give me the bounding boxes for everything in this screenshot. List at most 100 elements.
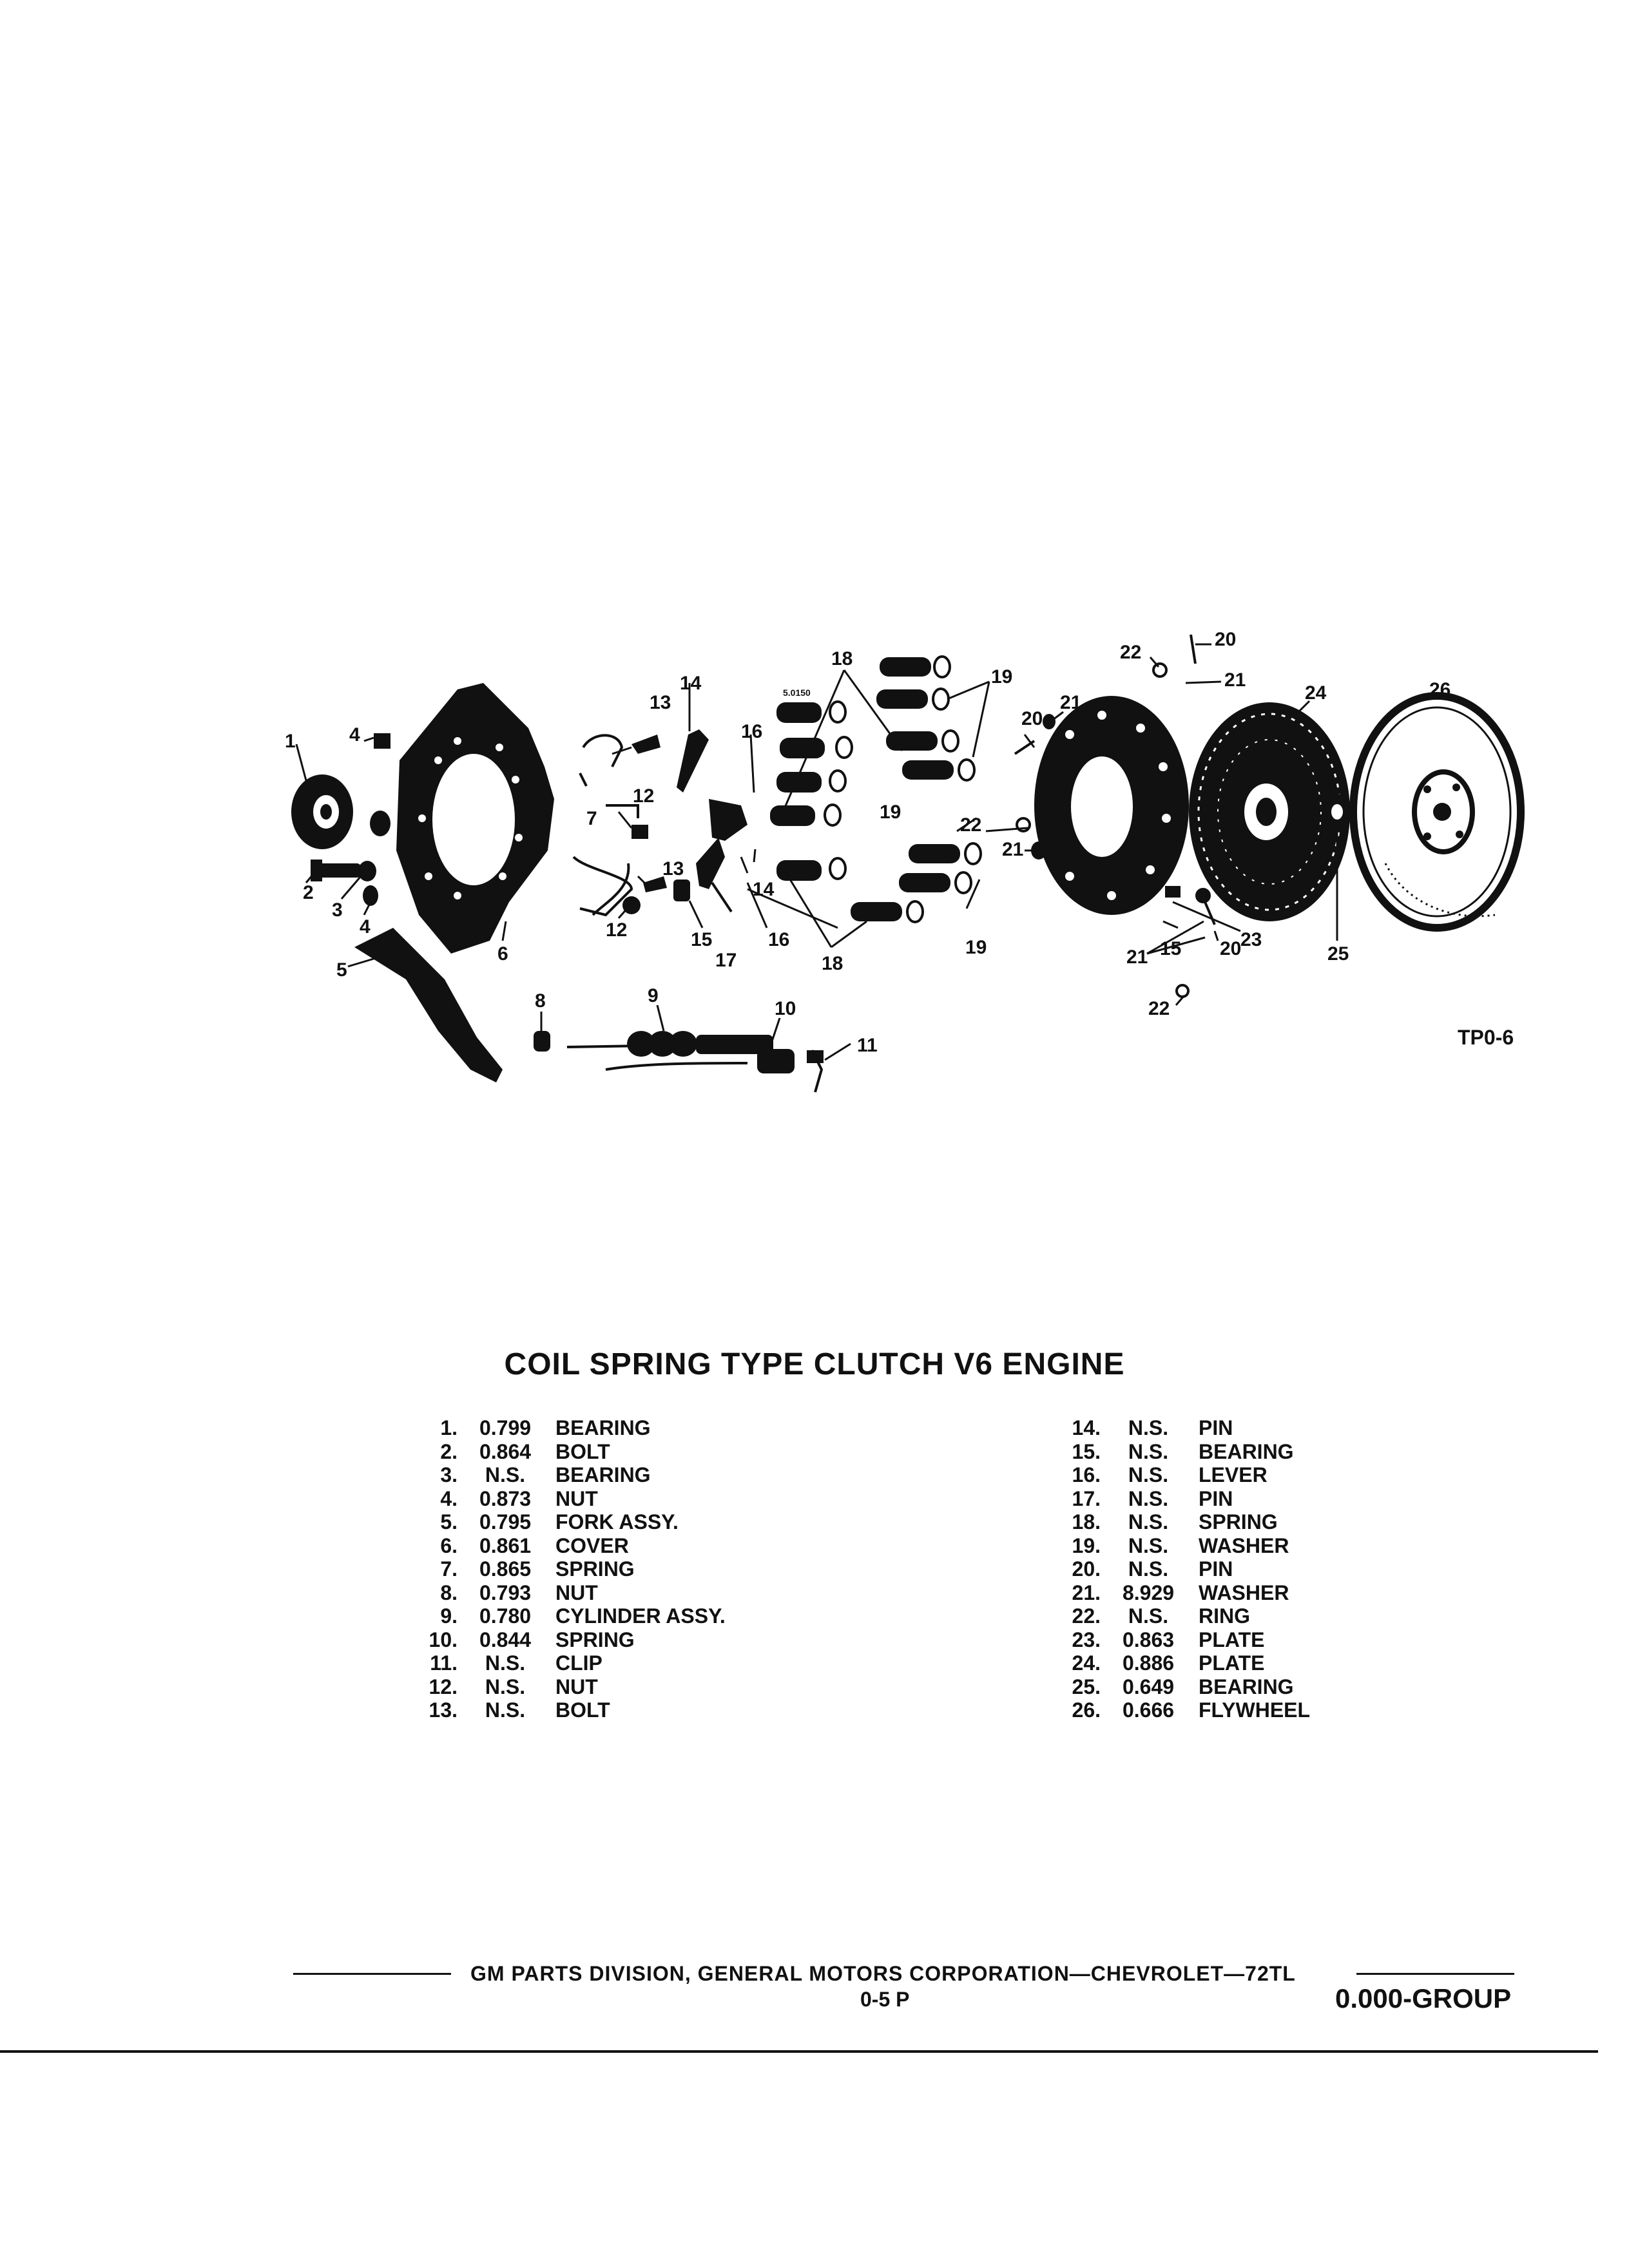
parts-row: 17.N.S.PIN	[1043, 1487, 1310, 1511]
callout-9: 9	[648, 985, 659, 1006]
parts-row: 13.N.S.BOLT	[400, 1698, 726, 1722]
part-code: 8.929	[1122, 1581, 1175, 1604]
part-number: 9.	[440, 1604, 458, 1628]
callout-21d: 21	[1126, 947, 1148, 968]
part-bolt-13a	[631, 735, 660, 754]
part-code: 0.649	[1122, 1675, 1175, 1698]
callout-16a: 16	[741, 721, 762, 742]
figure-id: TP0-6	[1458, 1026, 1514, 1049]
parts-row: 16.N.S.LEVER	[1043, 1463, 1310, 1487]
callout-18a: 18	[831, 648, 853, 669]
part-number: 26.	[1072, 1698, 1101, 1722]
parts-row: 20.N.S.PIN	[1043, 1557, 1310, 1581]
parts-row: 9. 0.780 CYLINDER ASSY.	[400, 1604, 726, 1628]
callout-25: 25	[1327, 943, 1349, 965]
callout-19c: 19	[965, 937, 987, 958]
part-name: NUT	[555, 1581, 598, 1604]
part-name: PIN	[1199, 1416, 1233, 1439]
callout-21c: 21	[1002, 839, 1023, 860]
callout-13b: 13	[662, 858, 684, 879]
part-bolt-13b	[643, 876, 667, 892]
part-number: 4.	[440, 1486, 458, 1510]
part-bolt-head	[311, 860, 322, 881]
part-ring-22a	[1152, 662, 1168, 678]
part-name: FORK ASSY.	[555, 1510, 679, 1533]
part-name: SPRING	[555, 1628, 635, 1651]
part-nut-12a	[631, 825, 648, 839]
part-code: 0.780	[479, 1604, 532, 1628]
part-code: N.S.	[485, 1463, 526, 1486]
part-name: SPRING	[555, 1557, 635, 1581]
parts-row: 18.N.S.SPRING	[1043, 1510, 1310, 1534]
clutch-diagram-svg: 1 2 3 4 4 5 6 7 8 9 10 11 12 12 13 13 14…	[285, 629, 1525, 1093]
part-number: 22.	[1072, 1604, 1101, 1628]
callout-20a: 20	[1021, 708, 1043, 729]
parts-row: 11.N.S.CLIP	[400, 1651, 726, 1675]
part-name: FLYWHEEL	[1199, 1698, 1311, 1722]
callout-15a: 15	[691, 929, 712, 950]
part-number: 6.	[440, 1533, 458, 1557]
part-number: 16.	[1072, 1463, 1101, 1486]
parts-row: 12.N.S.NUT	[400, 1675, 726, 1699]
callout-20b: 20	[1215, 629, 1236, 650]
part-nut-lower	[363, 885, 378, 906]
part-name: BOLT	[555, 1439, 610, 1463]
part-nut-upper	[370, 811, 390, 836]
callout-21b: 21	[1224, 669, 1246, 691]
part-name: SPRING	[1199, 1510, 1278, 1533]
parts-row: 19.N.S.WASHER	[1043, 1534, 1310, 1558]
callout-8: 8	[535, 990, 546, 1012]
part-name: BOLT	[555, 1698, 610, 1722]
part-name: NUT	[555, 1675, 598, 1698]
callout-19a: 19	[991, 666, 1012, 687]
callout-26: 26	[1429, 679, 1451, 700]
part-code: N.S.	[1128, 1486, 1169, 1510]
part-number: 8.	[440, 1581, 458, 1604]
part-code: N.S.	[1128, 1604, 1169, 1628]
part-code: N.S.	[1128, 1557, 1169, 1581]
part-clutch-housing-cover	[396, 683, 554, 954]
part-lever-16a	[709, 799, 747, 841]
callout-11: 11	[857, 1035, 878, 1056]
part-code: 0.795	[479, 1510, 532, 1533]
part-name: CLIP	[555, 1651, 602, 1675]
part-name: PIN	[1199, 1486, 1233, 1510]
callout-16b: 16	[768, 929, 789, 950]
part-spring-10	[757, 1049, 795, 1073]
part-code: 0.863	[1122, 1628, 1175, 1651]
part-clip-body	[807, 1050, 824, 1063]
parts-row: 14.N.S.PIN	[1043, 1416, 1310, 1440]
part-name: CYLINDER ASSY.	[555, 1604, 726, 1628]
part-number: 19.	[1072, 1533, 1101, 1557]
callout-14a: 14	[680, 673, 702, 694]
part-pressure-plate	[1034, 696, 1189, 915]
part-number: 24.	[1072, 1651, 1101, 1675]
part-number: 15.	[1072, 1439, 1101, 1463]
page-title: COIL SPRING TYPE CLUTCH V6 ENGINE	[504, 1347, 1125, 1381]
part-code: N.S.	[1128, 1416, 1169, 1439]
callout-15b: 15	[1160, 938, 1181, 959]
stamp-label: 5.0150	[783, 687, 811, 698]
part-code: 0.864	[479, 1439, 532, 1463]
callout-21a: 21	[1060, 692, 1081, 713]
part-number: 23.	[1072, 1628, 1101, 1651]
exploded-parts-diagram: 1 2 3 4 4 5 6 7 8 9 10 11 12 12 13 13 14…	[245, 619, 1559, 1147]
part-pilot-bearing-hole	[1331, 804, 1343, 820]
part-name: BEARING	[1199, 1439, 1294, 1463]
part-number: 5.	[440, 1510, 458, 1533]
part-number: 18.	[1072, 1510, 1101, 1533]
callout-14b: 14	[753, 879, 775, 900]
part-code: 0.865	[479, 1557, 532, 1581]
part-code: N.S.	[1128, 1463, 1169, 1486]
part-code: 0.844	[479, 1628, 532, 1651]
callout-4a: 4	[349, 724, 360, 745]
